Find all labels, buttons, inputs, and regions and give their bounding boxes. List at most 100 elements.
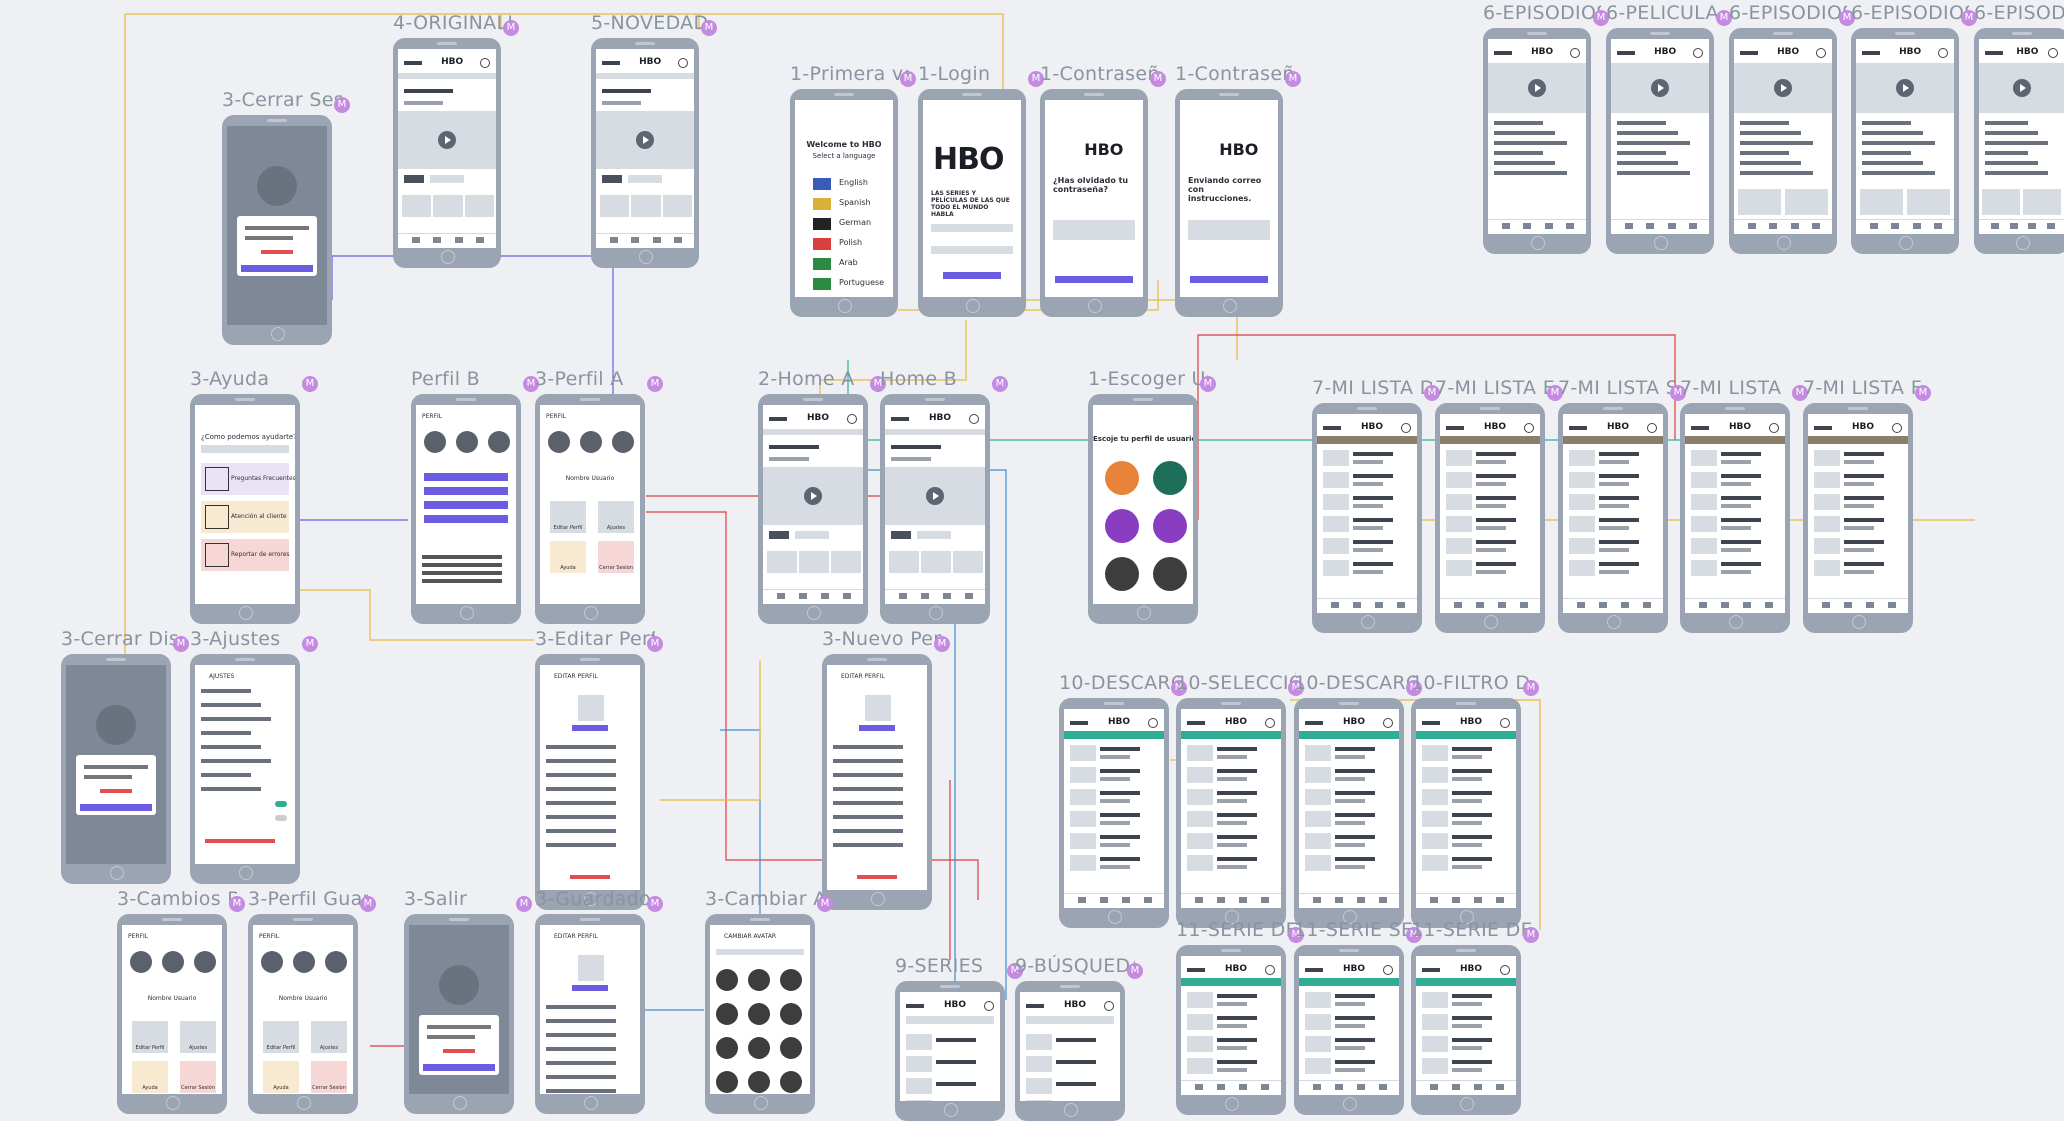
artboard[interactable]: 10-DESCARGASHBOM: [1059, 672, 1187, 928]
thumbnail[interactable]: [1446, 538, 1472, 554]
download-icon[interactable]: [2047, 223, 2055, 229]
submit-button[interactable]: [1190, 276, 1268, 283]
avatar-option[interactable]: [780, 969, 802, 991]
thumbnail[interactable]: [1323, 450, 1349, 466]
thumbnail[interactable]: [921, 551, 951, 573]
thumbnail[interactable]: [1323, 516, 1349, 532]
password-field[interactable]: [931, 246, 1013, 254]
play-icon[interactable]: [636, 131, 654, 149]
home-icon[interactable]: [1577, 602, 1585, 608]
thumbnail[interactable]: [799, 551, 829, 573]
comment-badge[interactable]: M: [1523, 680, 1539, 696]
search-icon[interactable]: [1217, 897, 1225, 903]
comment-badge[interactable]: M: [1593, 10, 1609, 26]
avatar[interactable]: [612, 431, 634, 453]
avatar-icon[interactable]: [1401, 423, 1411, 433]
artboard[interactable]: 1-ContraseñaHBO¿Has olvidado tu contrase…: [1040, 63, 1166, 317]
home-icon[interactable]: [1078, 897, 1086, 903]
avatar-icon[interactable]: [480, 58, 490, 68]
news-icon[interactable]: [1357, 897, 1365, 903]
comment-badge[interactable]: M: [1007, 963, 1023, 979]
play-button[interactable]: [769, 531, 789, 539]
news-icon[interactable]: [1912, 223, 1921, 229]
home-icon[interactable]: [1624, 223, 1633, 229]
home-icon[interactable]: [1195, 1084, 1203, 1090]
menu-button[interactable]: [424, 487, 508, 495]
thumbnail[interactable]: [1070, 855, 1096, 871]
thumbnail[interactable]: [953, 551, 983, 573]
change-avatar-button[interactable]: [859, 725, 895, 731]
download-icon[interactable]: [1261, 897, 1269, 903]
thumbnail[interactable]: [1691, 494, 1717, 510]
news-icon[interactable]: [1544, 223, 1553, 229]
search-icon[interactable]: [799, 593, 807, 599]
thumbnail[interactable]: [767, 551, 797, 573]
play-icon[interactable]: [1651, 79, 1669, 97]
delete-link[interactable]: [857, 875, 897, 879]
thumbnail[interactable]: [1305, 1036, 1331, 1052]
thumbnail[interactable]: [1187, 811, 1213, 827]
comment-badge[interactable]: M: [1028, 71, 1044, 87]
download-icon[interactable]: [1397, 602, 1405, 608]
avatar[interactable]: [162, 951, 184, 973]
cancel-button[interactable]: [423, 1064, 495, 1071]
news-icon[interactable]: [1474, 1084, 1482, 1090]
home-icon[interactable]: [411, 237, 420, 243]
info-button[interactable]: [628, 175, 662, 183]
news-icon[interactable]: [821, 593, 829, 599]
search-icon[interactable]: [1721, 602, 1729, 608]
comment-badge[interactable]: M: [173, 636, 189, 652]
home-icon[interactable]: [1195, 897, 1203, 903]
home-icon[interactable]: [1331, 602, 1339, 608]
avatar[interactable]: [548, 431, 570, 453]
thumbnail[interactable]: [1305, 1058, 1331, 1074]
thumbnail[interactable]: [1026, 1100, 1052, 1101]
thumbnail[interactable]: [433, 195, 463, 217]
thumbnail[interactable]: [401, 195, 432, 217]
search-icon[interactable]: [1599, 602, 1607, 608]
download-icon[interactable]: [1643, 602, 1651, 608]
thumbnail[interactable]: [889, 551, 919, 573]
comment-badge[interactable]: M: [647, 896, 663, 912]
avatar-icon[interactable]: [1816, 48, 1826, 58]
avatar[interactable]: [580, 431, 602, 453]
news-icon[interactable]: [1474, 897, 1482, 903]
thumbnail[interactable]: [1569, 472, 1595, 488]
news-icon[interactable]: [1375, 602, 1383, 608]
comment-badge[interactable]: M: [1716, 10, 1732, 26]
avatar-icon[interactable]: [847, 414, 857, 424]
comment-badge[interactable]: M: [1285, 71, 1301, 87]
avatar-icon[interactable]: [1524, 423, 1534, 433]
confirm-link[interactable]: [443, 1049, 475, 1053]
comment-badge[interactable]: M: [1150, 71, 1166, 87]
thumbnail[interactable]: [1070, 833, 1096, 849]
download-icon[interactable]: [674, 237, 683, 243]
play-button[interactable]: [602, 175, 622, 183]
thumbnail[interactable]: [1323, 472, 1349, 488]
avatar[interactable]: [488, 431, 510, 453]
thumbnail[interactable]: [1814, 450, 1840, 466]
comment-badge[interactable]: M: [1547, 385, 1563, 401]
info-button[interactable]: [430, 175, 464, 183]
comment-badge[interactable]: M: [817, 896, 833, 912]
avatar-option[interactable]: [780, 1037, 802, 1059]
thumbnail[interactable]: [1446, 450, 1472, 466]
search-icon[interactable]: [921, 593, 929, 599]
comment-badge[interactable]: M: [523, 376, 539, 392]
menu-tile[interactable]: Cerrar Sesión: [311, 1061, 347, 1093]
menu-tile[interactable]: Ayuda: [263, 1061, 299, 1093]
thumbnail[interactable]: [1070, 811, 1096, 827]
comment-badge[interactable]: M: [1523, 927, 1539, 943]
thumbnail[interactable]: [1305, 1014, 1331, 1030]
comment-badge[interactable]: M: [516, 896, 532, 912]
